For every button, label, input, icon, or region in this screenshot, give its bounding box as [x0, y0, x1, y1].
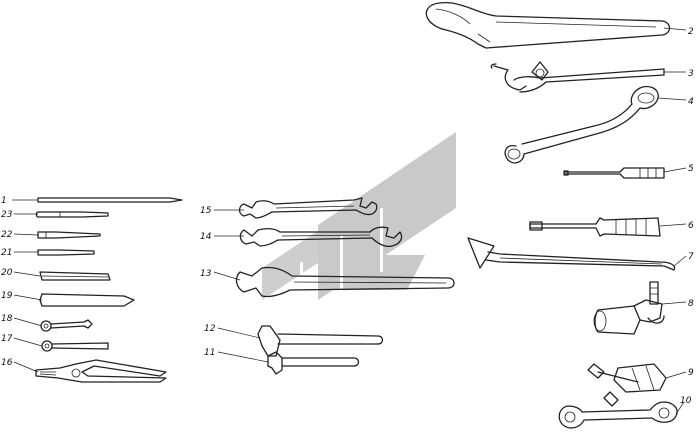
tool-15-open-wrench [238, 197, 378, 219]
label-9: 9 [688, 368, 694, 378]
label-15: 15 [200, 206, 212, 216]
label-20: 20 [1, 268, 13, 278]
leader-lines [12, 27, 687, 415]
tool-2-adjustable-wrench [425, 1, 671, 49]
label-7: 7 [688, 252, 694, 262]
label-13: 13 [200, 269, 212, 279]
tool-20-flat-bar [39, 271, 111, 281]
tool-9-socket-with-bar [587, 363, 667, 407]
label-3: 3 [688, 69, 694, 79]
tool-7-tire-lever [467, 237, 676, 271]
tool-19-chisel [39, 293, 135, 307]
label-1: 1 [1, 196, 7, 206]
tool-10-ring-spanner [558, 401, 678, 429]
label-19: 19 [1, 291, 13, 301]
tool-18-small-spanner [40, 319, 93, 332]
tool-21-small-drift [37, 249, 95, 256]
tool-13-open-wrench [235, 266, 455, 298]
tool-3-hook-spanner [490, 61, 665, 93]
label-8: 8 [688, 299, 694, 309]
tool-17-ring-wrench [41, 340, 109, 352]
label-2: 2 [688, 27, 694, 37]
tool-16-pliers [35, 359, 167, 383]
tool-23-punch [35, 211, 109, 218]
label-14: 14 [200, 232, 212, 242]
label-23: 23 [1, 210, 13, 220]
label-6: 6 [688, 221, 694, 231]
label-10: 10 [680, 396, 692, 406]
tool-14-open-wrench [239, 226, 403, 248]
tool-4-offset-ring-wrench [504, 85, 659, 164]
label-17: 17 [1, 334, 13, 344]
label-18: 18 [1, 314, 13, 324]
label-11: 11 [204, 348, 215, 358]
label-5: 5 [688, 164, 694, 174]
label-12: 12 [204, 324, 216, 334]
tool-5-small-screwdriver [563, 167, 665, 179]
label-4: 4 [688, 97, 694, 107]
tool-22-drift [37, 231, 101, 239]
tool-8-puller [593, 281, 665, 335]
label-16: 16 [1, 358, 13, 368]
label-21: 21 [1, 248, 12, 258]
tool-1-rod [37, 197, 183, 203]
callout-labels: 1 2 3 4 5 6 7 8 9 10 11 12 13 14 15 16 1… [1, 27, 694, 406]
label-22: 22 [1, 230, 13, 240]
tool-11-hammer [267, 351, 360, 375]
tool-12-hammer [257, 325, 384, 357]
tool-6-large-screwdriver [529, 217, 661, 237]
